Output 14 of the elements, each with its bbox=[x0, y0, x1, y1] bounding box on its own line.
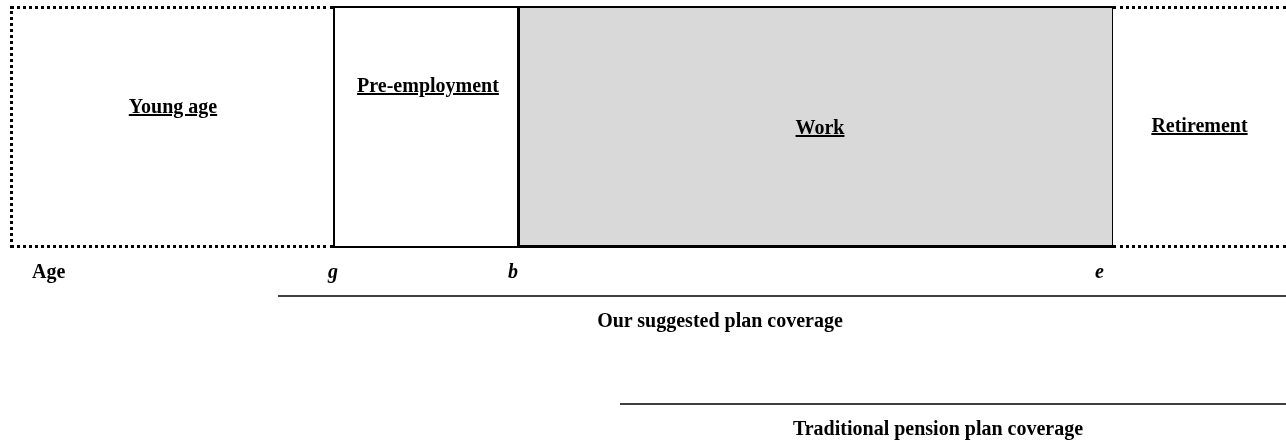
phase-label: Work bbox=[794, 116, 846, 138]
phase-label: Young age bbox=[127, 95, 219, 117]
coverage-caption: Traditional pension plan coverage bbox=[792, 417, 1084, 440]
phase-label: Retirement bbox=[1150, 114, 1249, 136]
coverage-caption: Our suggested plan coverage bbox=[597, 309, 843, 332]
shaded-phase-box bbox=[518, 6, 1114, 248]
phase-label: Pre-employment bbox=[356, 74, 500, 96]
phase-box bbox=[1113, 6, 1286, 248]
phase-box bbox=[10, 6, 334, 248]
axis-label: Age bbox=[32, 260, 66, 283]
phase-box bbox=[333, 6, 519, 248]
age-marker: g bbox=[328, 260, 338, 283]
age-marker: b bbox=[508, 260, 518, 283]
age-marker: e bbox=[1095, 260, 1104, 283]
